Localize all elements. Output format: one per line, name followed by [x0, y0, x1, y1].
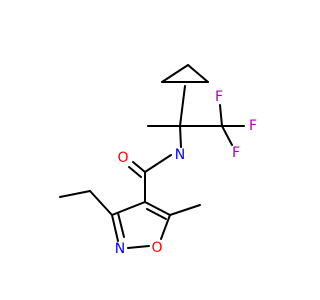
- bond-c4-c3: [111, 201, 146, 216]
- bond-quaternary-n: [179, 125, 182, 148]
- bond-o-c5: [160, 214, 171, 240]
- bond-n-carbonyl: [144, 154, 172, 173]
- atom-fluorine-right: F: [249, 118, 257, 134]
- atom-oxygen-carbonyl: O: [117, 150, 128, 166]
- bond-cyclopropyl-quaternary: [179, 85, 186, 127]
- bond-c3-ethyl-1: [89, 190, 113, 216]
- atom-nitrogen-amide: N: [175, 147, 185, 163]
- atom-fluorine-bottom: F: [232, 145, 240, 161]
- atom-oxygen-ring: O: [151, 240, 162, 256]
- bond-n-o: [127, 245, 150, 249]
- bond-c5-methyl: [169, 204, 201, 216]
- atom-nitrogen-ring: N: [115, 241, 125, 257]
- bond-c4-c5-1: [144, 201, 171, 216]
- bond-c3-n-2: [117, 212, 125, 238]
- bonds: [59, 64, 245, 249]
- bond-cf3-f-bottom: [221, 125, 233, 146]
- bond-c3-n-1: [111, 214, 119, 242]
- bond-cf3-f-top: [219, 104, 223, 127]
- bond-c3-ethyl-2: [59, 190, 91, 198]
- bond-c4-c5-2: [146, 208, 167, 220]
- bond-cyclopropyl-left: [161, 64, 189, 83]
- bond-carbonyl-o-2: [128, 166, 142, 178]
- bond-cyclopropyl-right: [187, 64, 209, 83]
- bond-carbonyl-o-1: [132, 161, 146, 173]
- atom-fluorine-top: F: [215, 89, 223, 105]
- atom-labels: O N F F F N O: [115, 89, 257, 257]
- molecule-structure: O N F F F N O: [59, 64, 257, 257]
